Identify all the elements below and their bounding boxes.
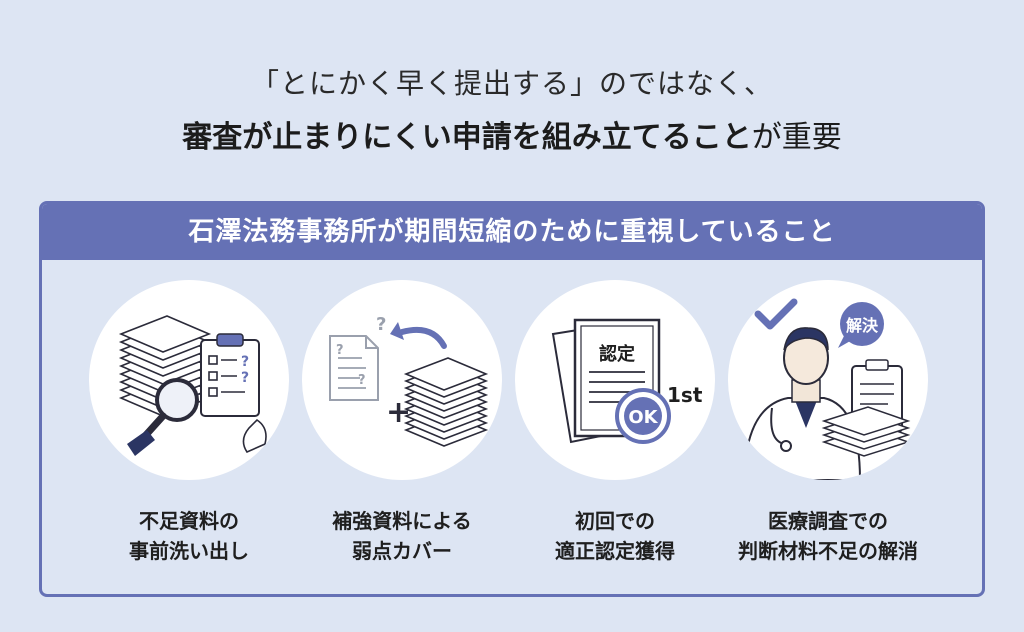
priority-card-3: 認定 OK 1st 初回での 適正認定獲得: [513, 280, 717, 566]
priority-label-4: 医療調査での 判断材料不足の解消: [738, 509, 918, 563]
certificate-ok-icon: 認定 OK 1st: [515, 280, 715, 480]
svg-text:?: ?: [336, 343, 344, 358]
doctor-checkmark-icon: 解決: [728, 280, 928, 480]
priority-label-3: 初回での 適正認定獲得: [555, 509, 675, 563]
priority-card-2: ? ? ? + 補強資料による: [300, 280, 504, 566]
svg-text:?: ?: [376, 314, 386, 335]
certificate-label: 認定: [599, 343, 635, 365]
priorities-panel: 石澤法務事務所が期間短縮のために重視していること: [39, 201, 985, 597]
documents-plus-stack-icon: ? ? ? +: [302, 280, 502, 480]
svg-text:?: ?: [358, 373, 366, 388]
priority-label-2: 補強資料による 弱点カバー: [332, 509, 472, 563]
headline: 「とにかく早く提出する」のではなく、 審査が止まりにくい申請を組み立てることが重…: [0, 62, 1024, 164]
ok-stamp: OK: [628, 407, 658, 428]
svg-text:+: +: [386, 395, 411, 430]
headline-line2: 審査が止まりにくい申請を組み立てることが重要: [0, 112, 1024, 164]
document-stack-magnifier-icon: ? ?: [89, 280, 289, 480]
priority-card-1: ? ? 不足資料の 事前洗い出し: [87, 280, 291, 566]
priority-label-1: 不足資料の 事前洗い出し: [129, 509, 249, 563]
resolve-bubble: 解決: [846, 316, 879, 335]
svg-text:?: ?: [241, 370, 249, 386]
first-rank: 1st: [667, 383, 703, 407]
headline-line1: 「とにかく早く提出する」のではなく、: [250, 67, 773, 100]
svg-text:?: ?: [241, 354, 249, 370]
headline-line2-bold: 審査が止まりにくい申請を組み立てること: [182, 120, 752, 155]
headline-line2-rest: が重要: [751, 120, 842, 155]
priority-card-4: 解決: [726, 280, 930, 566]
panel-title: 石澤法務事務所が期間短縮のために重視していること: [42, 204, 982, 260]
